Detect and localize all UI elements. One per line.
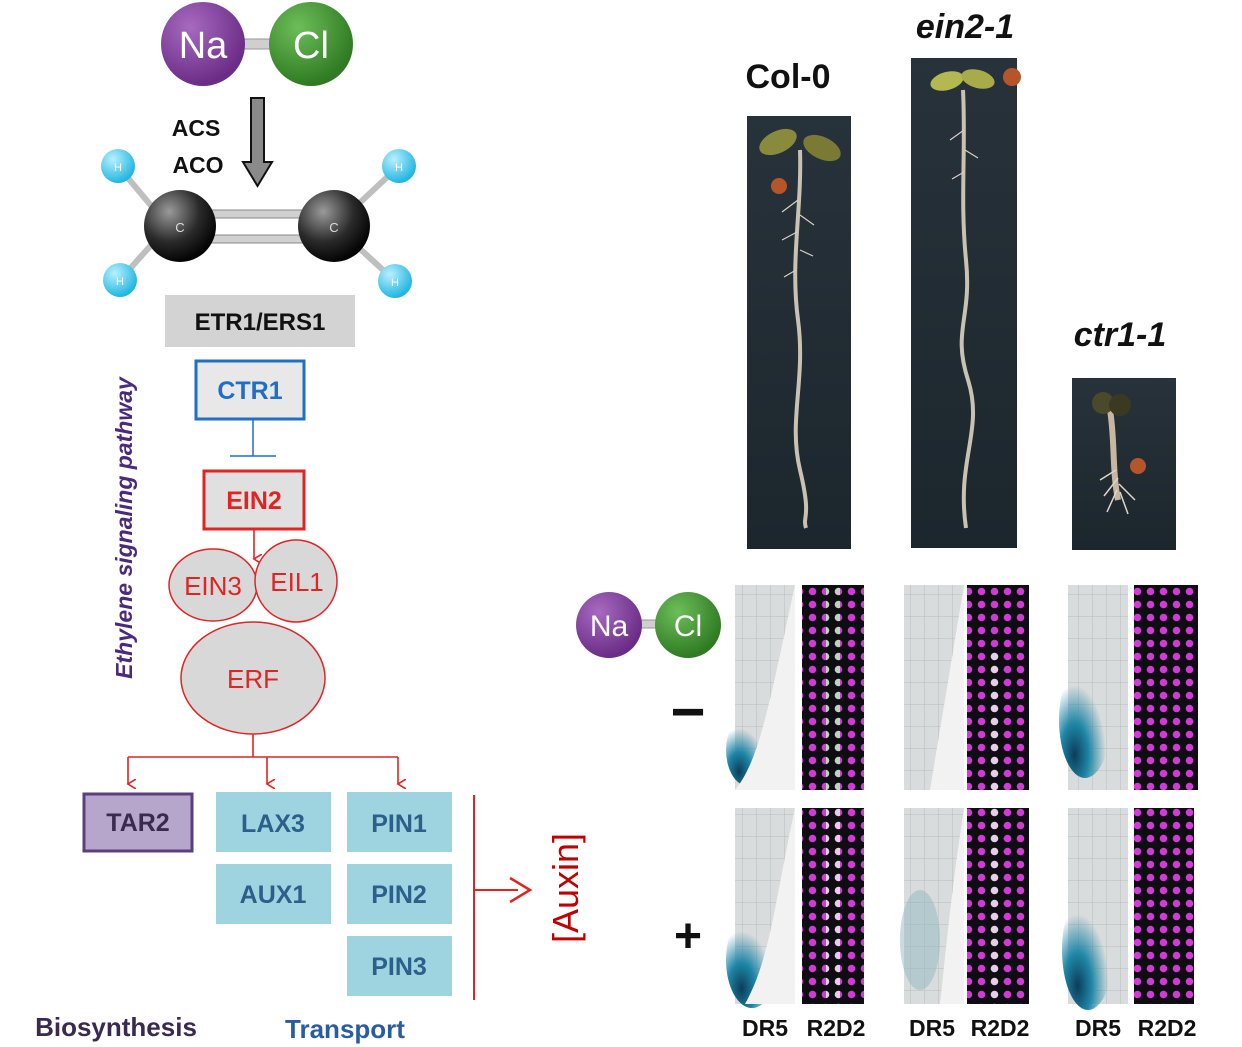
nacl-molecule: Na Cl — [161, 2, 353, 86]
ein2-label: EIN2 — [226, 487, 282, 515]
hydrogen-label: H — [114, 162, 122, 174]
sodium-atom — [576, 592, 642, 658]
lax3-label: LAX3 — [241, 810, 305, 838]
pin3-box — [347, 936, 452, 996]
microscopy-row-minus — [726, 585, 1198, 790]
col0-seedling-photo — [747, 116, 851, 549]
lax3-box — [216, 792, 331, 852]
marker-label-r2d2: R2D2 — [807, 1015, 866, 1041]
hydrogen-atom — [101, 149, 135, 183]
eil1-label: EIL1 — [270, 567, 324, 597]
sodium-label: Na — [590, 610, 629, 643]
chlorine-label: Cl — [293, 25, 329, 67]
pin2-label: PIN2 — [371, 881, 427, 909]
biosynthesis-arrow — [241, 97, 274, 188]
marker-label-r2d2: R2D2 — [1138, 1015, 1197, 1041]
marker-label-r2d2: R2D2 — [971, 1015, 1030, 1041]
marker-label-dr5: DR5 — [909, 1015, 955, 1041]
hydrogen-atom — [378, 264, 412, 298]
hydrogen-label: H — [116, 276, 124, 288]
carbon-atom — [144, 190, 216, 262]
transport-label: Transport — [285, 1014, 405, 1044]
eil1-ellipse — [254, 539, 338, 623]
treatment-plus-label: + — [674, 910, 702, 963]
chlorine-label: Cl — [674, 610, 702, 643]
ethylene-molecule: C C H H H H — [101, 149, 416, 298]
hydrogen-atom — [382, 149, 416, 183]
hydrogen-atom — [103, 263, 137, 297]
aux1-box — [216, 864, 331, 924]
sodium-label: Na — [179, 25, 228, 67]
aux1-label: AUX1 — [240, 881, 307, 909]
pin1-label: PIN1 — [371, 810, 427, 838]
carbon-label: C — [175, 220, 184, 235]
ctr1-seedling-photo — [1072, 378, 1176, 550]
auxin-label: [Auxin] — [545, 833, 586, 943]
erf-branch-connectors — [128, 734, 398, 784]
sodium-atom — [161, 2, 245, 86]
ein2-seedling-photo — [911, 58, 1021, 548]
hydrogen-label: H — [395, 162, 403, 174]
microscopy-row-plus — [726, 808, 1194, 1010]
carbon-atom — [298, 190, 370, 262]
chlorine-atom — [269, 2, 353, 86]
treatment-minus-label: − — [670, 678, 705, 745]
marker-label-dr5: DR5 — [1075, 1015, 1121, 1041]
pin3-label: PIN3 — [371, 953, 427, 981]
genotype-label-col0: Col-0 — [746, 58, 831, 96]
ctr1-box — [194, 359, 306, 421]
erf-label: ERF — [227, 664, 279, 694]
auxin-arrow-head — [509, 876, 533, 904]
r2d2-panel-ctr1-plus — [1134, 808, 1194, 1004]
genotype-label-ctr1: ctr1-1 — [1074, 316, 1167, 354]
tar2-label: TAR2 — [106, 809, 169, 837]
hydrogen-label: H — [391, 277, 399, 289]
chlorine-atom — [655, 592, 721, 658]
pin2-box — [347, 864, 452, 924]
acs-label: ACS — [172, 115, 221, 141]
carbon-label: C — [329, 220, 338, 235]
r2d2-panel-ctr1-minus — [1134, 585, 1198, 790]
biosynthesis-label: Biosynthesis — [35, 1012, 197, 1042]
ein3-label: EIN3 — [184, 571, 242, 601]
aco-label: ACO — [172, 152, 223, 178]
ctr1-label: CTR1 — [217, 377, 282, 405]
marker-label-dr5: DR5 — [742, 1015, 788, 1041]
genotype-label-ein2: ein2-1 — [916, 8, 1014, 46]
etr1-ers1-box — [165, 295, 355, 347]
nacl-molecule-small: Na Cl — [576, 592, 721, 658]
etr1-ers1-label: ETR1/ERS1 — [195, 309, 326, 336]
tar2-box — [82, 792, 194, 853]
pathway-side-label: Ethylene signaling pathway — [111, 376, 137, 679]
pin1-box — [347, 792, 452, 852]
